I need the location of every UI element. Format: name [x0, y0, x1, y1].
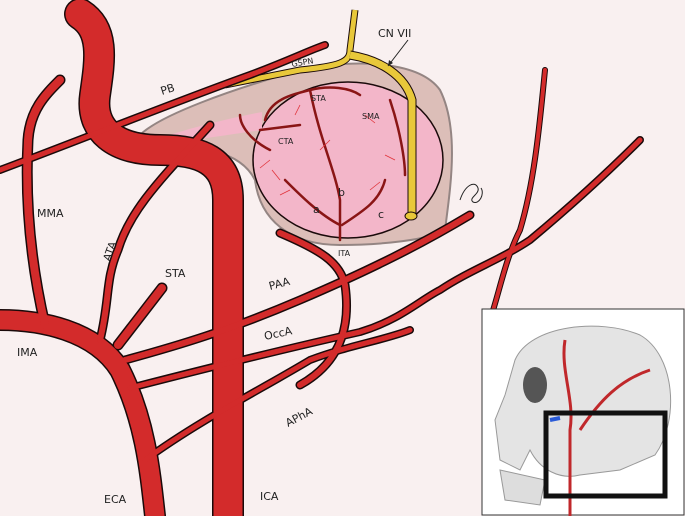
label-paa: PAA: [267, 275, 291, 293]
facial-nerve: [224, 9, 418, 221]
cn7-arrow: [387, 39, 409, 67]
label-ima: IMA: [17, 346, 38, 359]
arteries: [0, 0, 644, 516]
label-gspn: GSPN: [291, 56, 314, 69]
label-ita: ITA: [338, 249, 351, 258]
label-mma: MMA: [37, 207, 64, 220]
label-c: c: [378, 208, 384, 221]
label-cta: CTA: [278, 137, 294, 146]
label-a: a: [313, 203, 320, 216]
label-ica: ICA: [260, 490, 279, 503]
artist-signature: [459, 183, 483, 203]
label-eca: ECA: [104, 493, 127, 506]
label-sma: SMA: [362, 112, 380, 121]
label-sta-tumor: STA: [311, 94, 326, 103]
label-cn7: CN VII: [378, 27, 411, 40]
inset-skull-overview: [481, 308, 685, 516]
label-b: b: [338, 186, 345, 199]
label-pb: PB: [159, 81, 177, 98]
label-sta: STA: [165, 267, 186, 280]
label-apha: APhA: [283, 404, 315, 429]
label-occa: OccA: [263, 324, 294, 343]
